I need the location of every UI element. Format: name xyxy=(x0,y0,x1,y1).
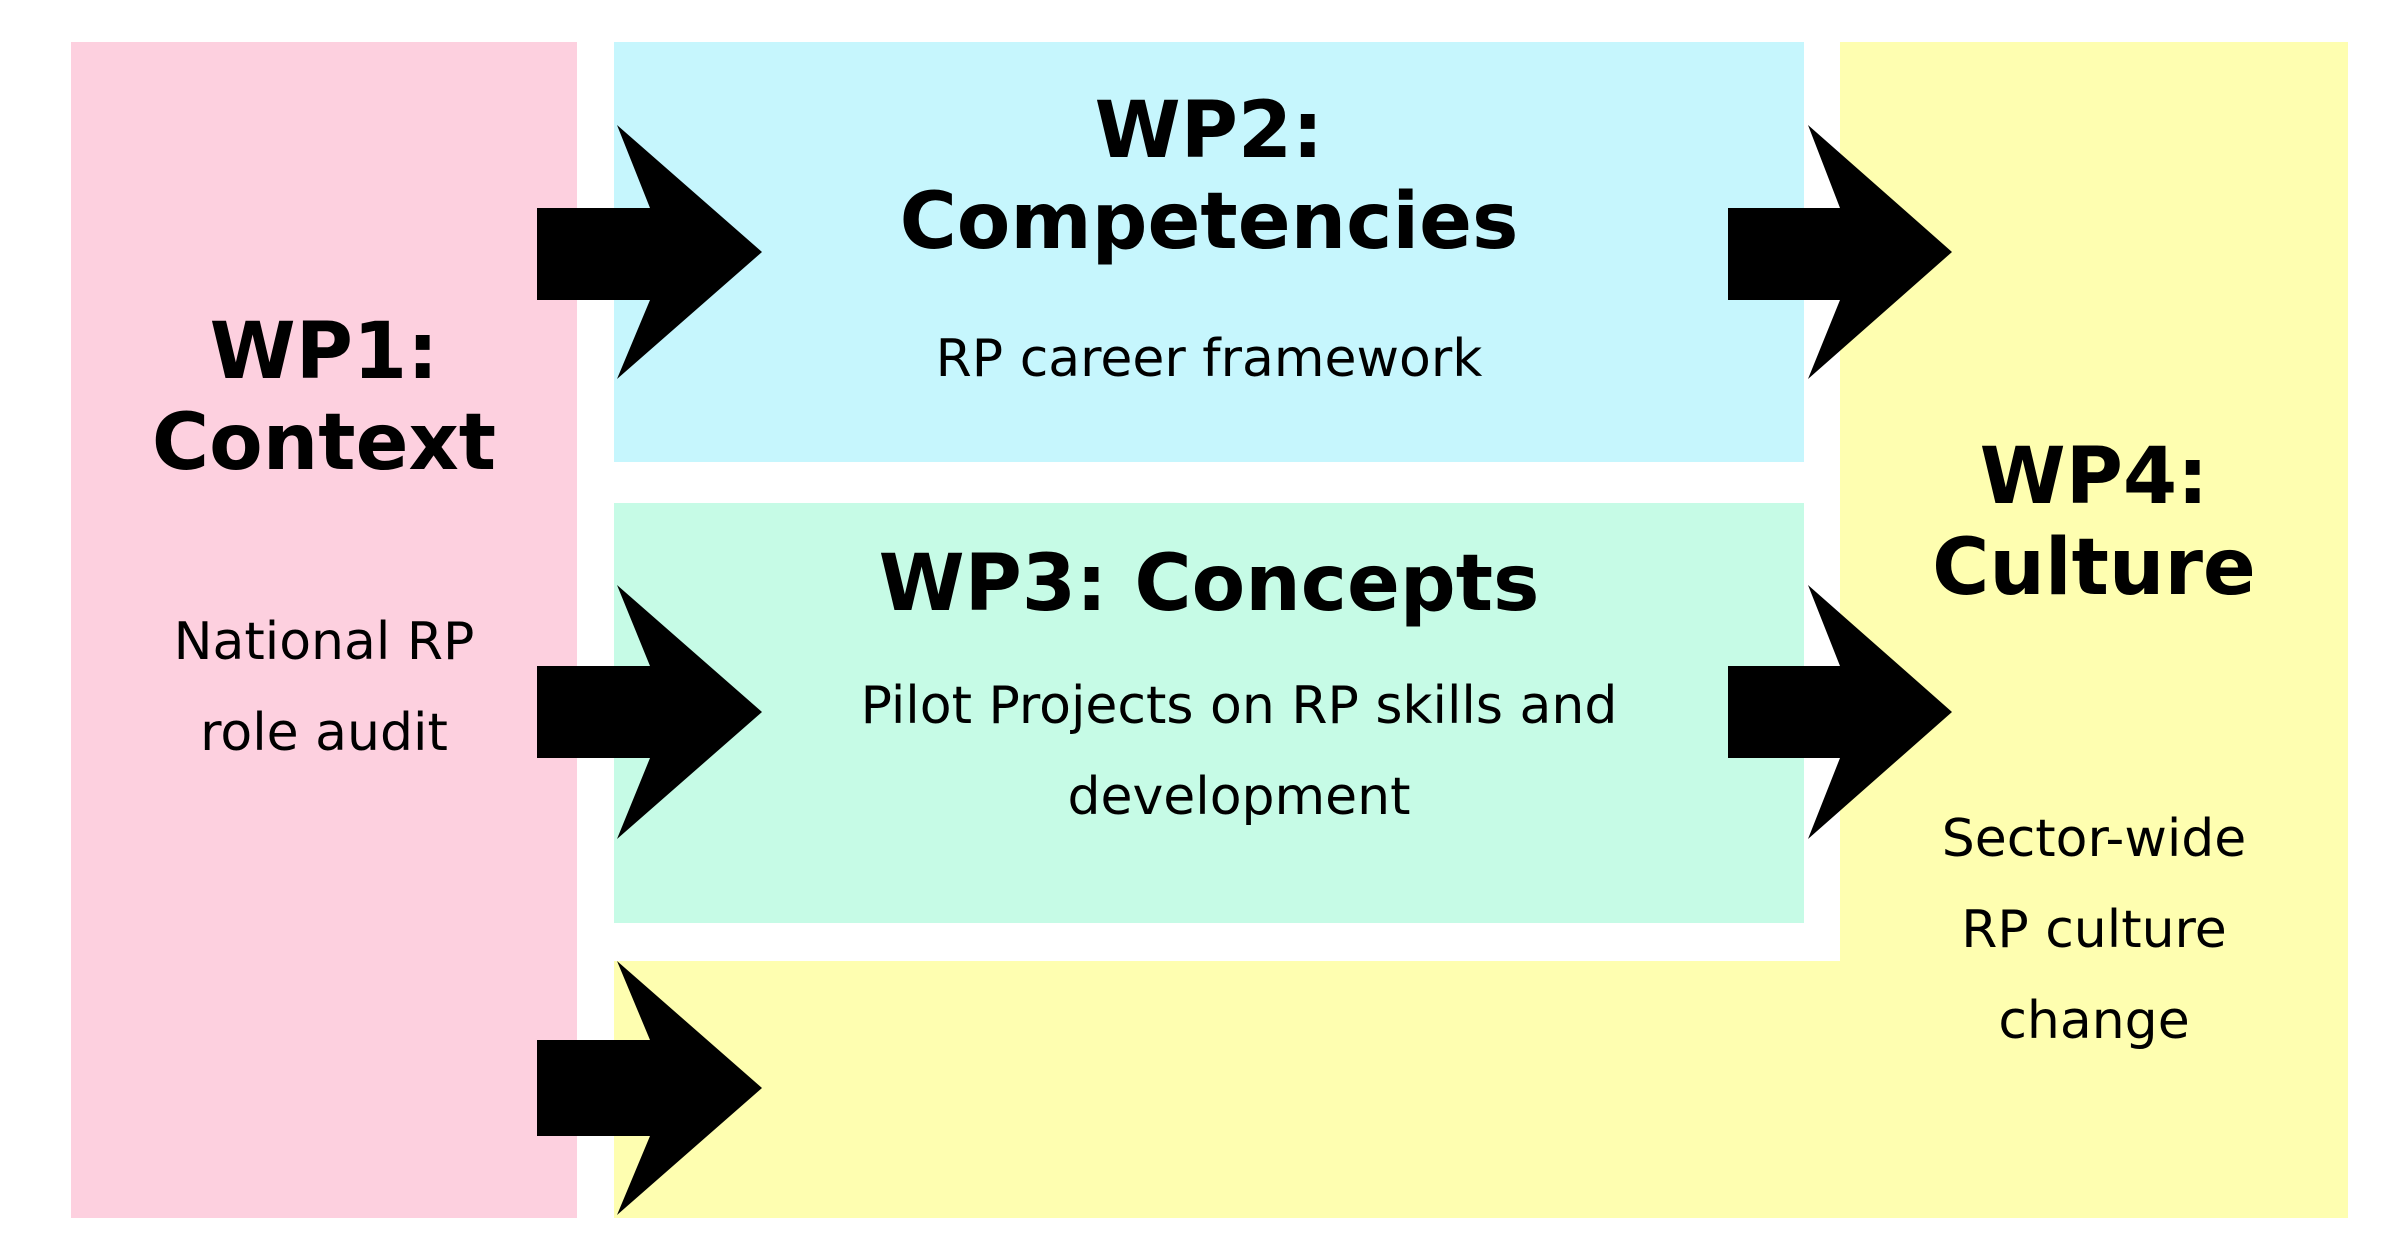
wp4-desc-line1: Sector-wide xyxy=(1941,809,2247,869)
wp4-title: WP4: Culture xyxy=(1840,432,2348,615)
wp4-band xyxy=(614,961,2348,1218)
wp2-box: WP2: Competencies RP career framework xyxy=(614,42,1804,462)
wp4-title-line1: WP4: xyxy=(1979,432,2209,522)
wp4-title-line2: Culture xyxy=(1932,523,2256,614)
wp4-text: WP4: Culture Sector-wide RP culture chan… xyxy=(1840,42,2348,1051)
wp1-desc-line1: National RP xyxy=(173,612,475,672)
arrow-wp1-to-wp3 xyxy=(537,585,762,839)
wp3-title: WP3: Concepts xyxy=(878,539,1540,629)
wp3-desc-line2: development xyxy=(1067,767,1411,827)
wp4-desc-line2: RP culture xyxy=(1961,900,2227,960)
arrow-wp1-to-wp4 xyxy=(537,961,762,1215)
wp2-description: RP career framework xyxy=(935,329,1483,389)
wp2-title-line2: Competencies xyxy=(899,177,1519,268)
wp2-title-line1: WP2: xyxy=(1094,86,1324,176)
arrow-wp2-to-wp4 xyxy=(1728,125,1952,379)
wp4-box xyxy=(1840,42,2348,961)
wp2-title: WP2: Competencies xyxy=(614,86,1804,269)
wp1-desc-line2: role audit xyxy=(200,703,448,763)
wp3-desc-line1: Pilot Projects on RP skills and xyxy=(860,676,1618,736)
wp1-title-line2: Context xyxy=(151,398,497,489)
wp4-desc-line3: change xyxy=(1998,991,2190,1051)
wp3-box: WP3: Concepts Pilot Projects on RP skill… xyxy=(614,503,1804,923)
wp3-description: Pilot Projects on RP skills and developm… xyxy=(644,661,1834,843)
wp1-description: National RP role audit xyxy=(71,597,577,779)
wp1-title: WP1: Context xyxy=(71,307,577,490)
wp4-description: Sector-wide RP culture change xyxy=(1840,794,2348,1067)
arrow-wp1-to-wp2 xyxy=(537,125,762,379)
wp1-title-line1: WP1: xyxy=(209,307,439,397)
wp1-box: WP1: Context National RP role audit xyxy=(71,42,577,1218)
arrow-wp3-to-wp4 xyxy=(1728,585,1952,839)
